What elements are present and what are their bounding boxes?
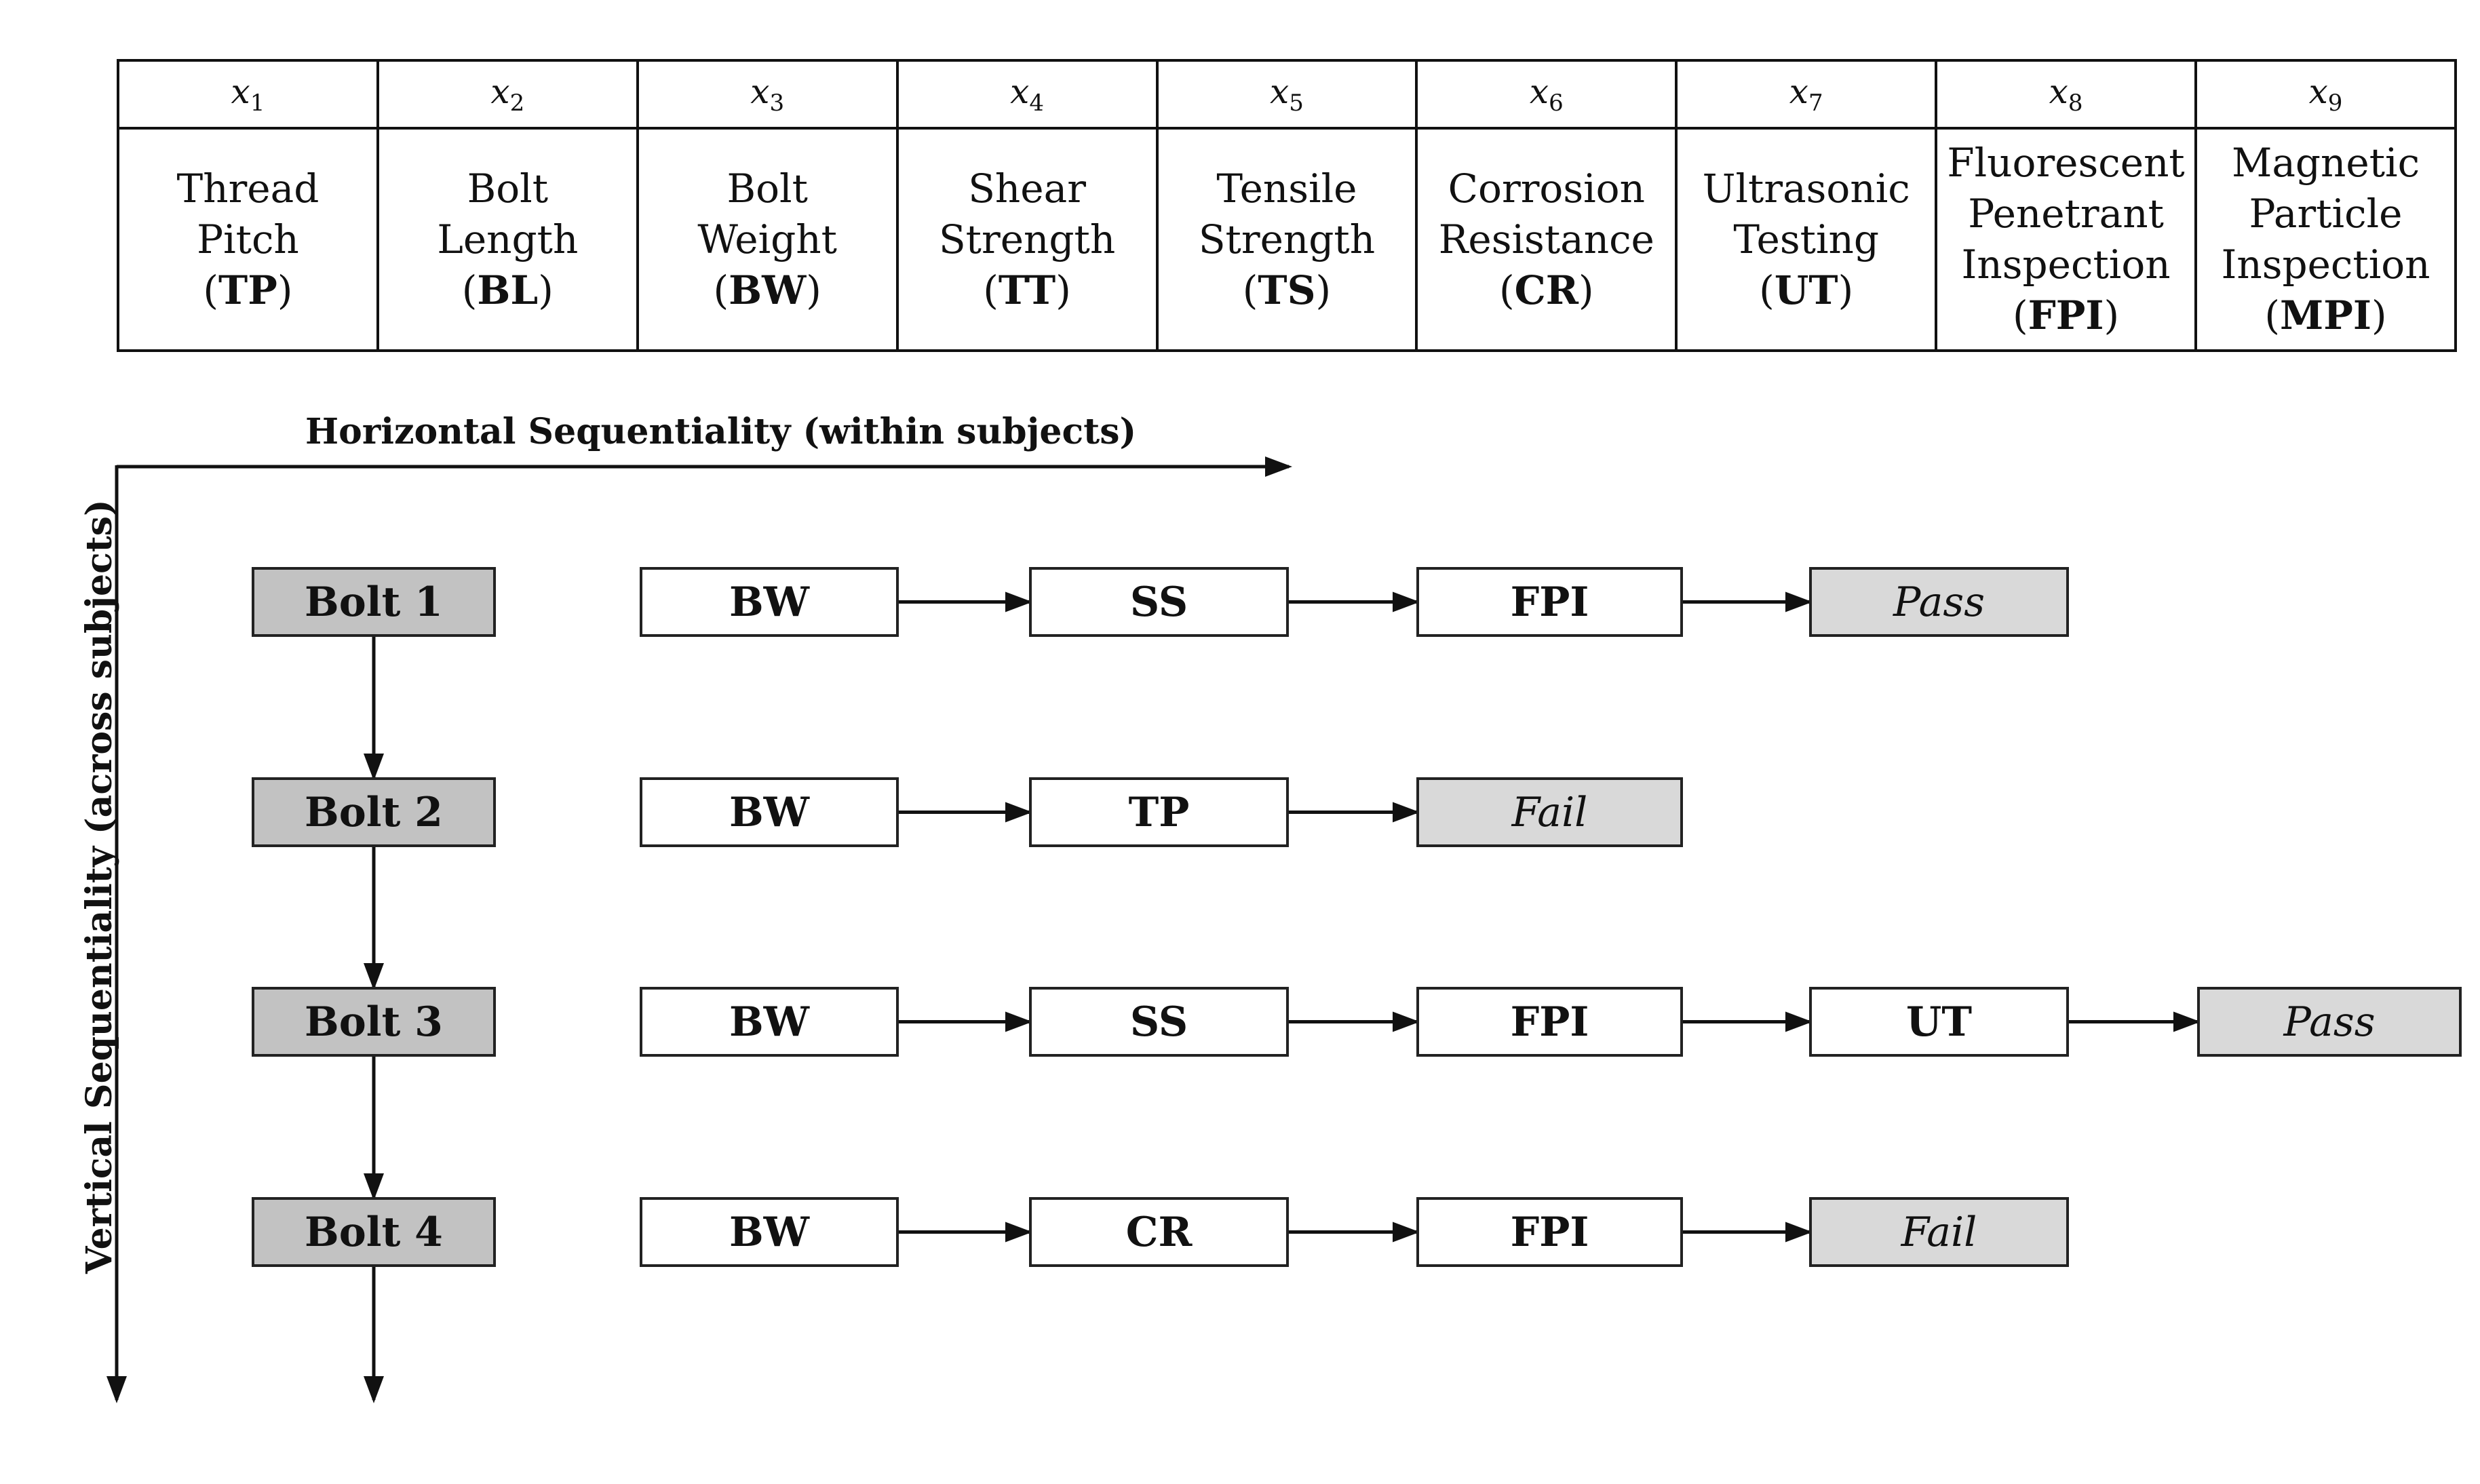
test-step-box: SS <box>1029 567 1289 637</box>
variable-name-cell: Tensile Strength (TS) <box>1155 127 1418 352</box>
variable-abbreviation: (CR) <box>1498 267 1594 313</box>
variable-abbreviation: (BW) <box>713 267 821 313</box>
variable-name-line: Length <box>437 216 579 262</box>
bolt-label-box: Bolt 1 <box>252 567 496 637</box>
variable-name-line: Thread <box>176 165 319 212</box>
variable-name-line: Testing <box>1733 216 1879 262</box>
test-step-box: SS <box>1029 987 1289 1057</box>
test-step-box: UT <box>1809 987 2069 1057</box>
variable-abbreviation: (BL) <box>461 267 554 313</box>
variable-symbol-cell: x3 <box>636 59 899 130</box>
variable-abbreviation: (TT) <box>983 267 1071 313</box>
variable-name-cell: Thread Pitch (TP) <box>117 127 379 352</box>
variable-symbol-cell: x9 <box>2194 59 2457 130</box>
variable-name-line: Resistance <box>1438 216 1654 262</box>
variable-name-cell: Bolt Length (BL) <box>376 127 639 352</box>
horizontal-axis-title: Horizontal Sequentiality (within subject… <box>305 411 1137 452</box>
variable-abbreviation: (TP) <box>203 267 293 313</box>
variable-name-cell: Corrosion Resistance (CR) <box>1415 127 1678 352</box>
outcome-box: Pass <box>1809 567 2069 637</box>
variable-name-cell: Bolt Weight (BW) <box>636 127 899 352</box>
variable-name-line: Magnetic <box>2231 140 2420 186</box>
variable-name-cell: Fluorescent Penetrant Inspection (FPI) <box>1935 127 2197 352</box>
connector-layer <box>106 456 2201 1403</box>
test-step-box: BW <box>640 777 899 847</box>
test-step-box: BW <box>640 567 899 637</box>
variable-name-line: Strength <box>938 216 1116 262</box>
test-step-box: FPI <box>1416 987 1683 1057</box>
outcome-box: Fail <box>1416 777 1683 847</box>
outcome-box: Pass <box>2197 987 2462 1057</box>
variable-abbreviation: (FPI) <box>2012 292 2120 338</box>
variable-name-line: Inspection <box>1961 241 2171 288</box>
variable-name-cell: Ultrasonic Testing (UT) <box>1675 127 1938 352</box>
bolt-label-box: Bolt 2 <box>252 777 496 847</box>
variable-symbol-cell: x5 <box>1155 59 1418 130</box>
variable-name-cell: Shear Strength (TT) <box>895 127 1159 352</box>
variable-name-line: Weight <box>697 216 837 262</box>
variable-name-line: Fluorescent <box>1947 140 2185 186</box>
variable-name-line: Bolt <box>467 165 549 212</box>
test-step-box: FPI <box>1416 567 1683 637</box>
test-step-box: BW <box>640 1197 899 1267</box>
variable-name-row: Thread Pitch (TP) Bolt Length (BL) Bolt … <box>117 127 2457 352</box>
test-step-box: TP <box>1029 777 1289 847</box>
vertical-axis-title: Vertical Sequentiality (across subjects) <box>79 499 120 1274</box>
variable-table: x1 x2 x3 x4 x5 x6 x7 x8 x9 Thread Pitch … <box>117 59 2457 352</box>
variable-abbreviation: (MPI) <box>2264 292 2387 338</box>
variable-symbol-cell: x1 <box>117 59 379 130</box>
variable-symbol-row: x1 x2 x3 x4 x5 x6 x7 x8 x9 <box>117 59 2457 130</box>
variable-name-line: Shear <box>968 165 1086 212</box>
test-step-box: BW <box>640 987 899 1057</box>
variable-name-line: Penetrant <box>1968 191 2164 237</box>
bolt-label-box: Bolt 4 <box>252 1197 496 1267</box>
variable-name-line: Pitch <box>197 216 299 262</box>
variable-name-line: Bolt <box>726 165 808 212</box>
variable-symbol-cell: x6 <box>1415 59 1678 130</box>
variable-name-line: Tensile <box>1216 165 1357 212</box>
test-step-box: FPI <box>1416 1197 1683 1267</box>
test-step-box: CR <box>1029 1197 1289 1267</box>
variable-name-line: Particle <box>2249 191 2403 237</box>
variable-name-line: Strength <box>1198 216 1376 262</box>
variable-name-cell: Magnetic Particle Inspection (MPI) <box>2194 127 2457 352</box>
bolt-label-box: Bolt 3 <box>252 987 496 1057</box>
variable-name-line: Corrosion <box>1448 165 1645 212</box>
variable-name-line: Inspection <box>2221 241 2430 288</box>
variable-symbol-cell: x8 <box>1935 59 2197 130</box>
outcome-box: Fail <box>1809 1197 2069 1267</box>
variable-symbol-cell: x7 <box>1675 59 1938 130</box>
variable-name-line: Ultrasonic <box>1702 165 1910 212</box>
variable-abbreviation: (TS) <box>1242 267 1332 313</box>
variable-abbreviation: (UT) <box>1759 267 1854 313</box>
variable-symbol-cell: x4 <box>895 59 1159 130</box>
variable-symbol-cell: x2 <box>376 59 639 130</box>
